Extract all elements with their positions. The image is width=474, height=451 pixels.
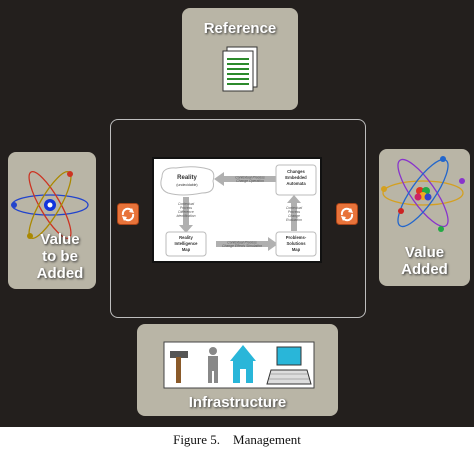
node-reality-title: Reality: [177, 175, 197, 181]
value-to-be-added-line-2: to be: [42, 248, 78, 265]
molecule-atom-icon: [381, 156, 465, 232]
documents-icon: [222, 46, 258, 92]
arrow-left-down: [179, 197, 193, 233]
arrow-right-up: [287, 195, 301, 231]
figure-caption: Figure 5. Management: [173, 432, 301, 447]
reference-label: Reference: [203, 20, 277, 37]
arrow-left-label-4: Identification: [176, 214, 195, 218]
arrow-top-left: [214, 172, 278, 186]
arrow-bottom-right: [216, 237, 278, 251]
infrastructure-panel: Infrastructure: [137, 324, 338, 416]
node-reality: [160, 166, 215, 196]
arrow-top-label-2: Change Operation: [236, 179, 264, 183]
node-reality-map-line-3: Map: [182, 247, 191, 252]
node-problems-line-3: Map: [292, 247, 301, 252]
value-added-line-2: Added: [401, 261, 448, 278]
value-to-be-added-line-1: Value: [40, 231, 80, 248]
arrow-left-label-1: Contextual: [178, 202, 194, 206]
atom-icon: [11, 171, 89, 239]
value-to-be-added-line-3: Added: [36, 265, 84, 282]
node-changes-line-3: Automata: [286, 181, 306, 186]
value-to-be-added-panel: Value to be Added: [8, 152, 96, 289]
hammer-icon: [170, 351, 188, 383]
house-icon: [230, 345, 256, 383]
reference-panel: Reference: [182, 8, 298, 110]
node-reality-map: [165, 231, 207, 257]
value-added-panel: Value Added: [379, 149, 470, 286]
arrow-bottom-label-1: Contextual Process: [227, 241, 257, 245]
arrow-left-label-2: Process: [180, 206, 193, 210]
infrastructure-label: Infrastructure: [188, 394, 287, 411]
arrow-top-label-1: Contextual Process: [235, 176, 265, 180]
person-icon: [208, 347, 218, 383]
node-problems-line-1: Problems-: [286, 235, 307, 240]
node-changes: [275, 164, 317, 196]
arrow-right-label-2: Process: [288, 210, 301, 214]
cycle-connector-icon-right: [336, 203, 358, 225]
node-reality-map-line-2: Intelligence: [174, 241, 198, 246]
arrow-right-label-3: Change: [288, 214, 300, 218]
value-added-line-1: Value: [404, 244, 445, 261]
arrow-bottom-label-2: Change Effects Simulation: [222, 244, 262, 248]
node-problems-line-2: Solutions: [286, 241, 306, 246]
arrow-left-label-3: Difference: [178, 210, 194, 214]
infrastructure-icons: [163, 341, 315, 389]
arrow-right-label-1: Contextual: [286, 206, 302, 210]
node-problems: [275, 231, 317, 257]
node-changes-line-1: Changes: [287, 169, 305, 174]
arrow-right-label-4: Evaluation: [286, 218, 302, 222]
diagram-canvas: Reference: [0, 0, 474, 427]
cycle-connector-icon-left: [117, 203, 139, 225]
node-changes-line-2: Embedded: [285, 175, 307, 180]
management-cycle-diagram: Reality (undecidable) Changes Embedded A…: [152, 157, 322, 263]
node-reality-sub: (undecidable): [176, 183, 197, 187]
node-reality-map-line-1: Reality: [179, 235, 193, 240]
computer-icon: [266, 346, 312, 385]
